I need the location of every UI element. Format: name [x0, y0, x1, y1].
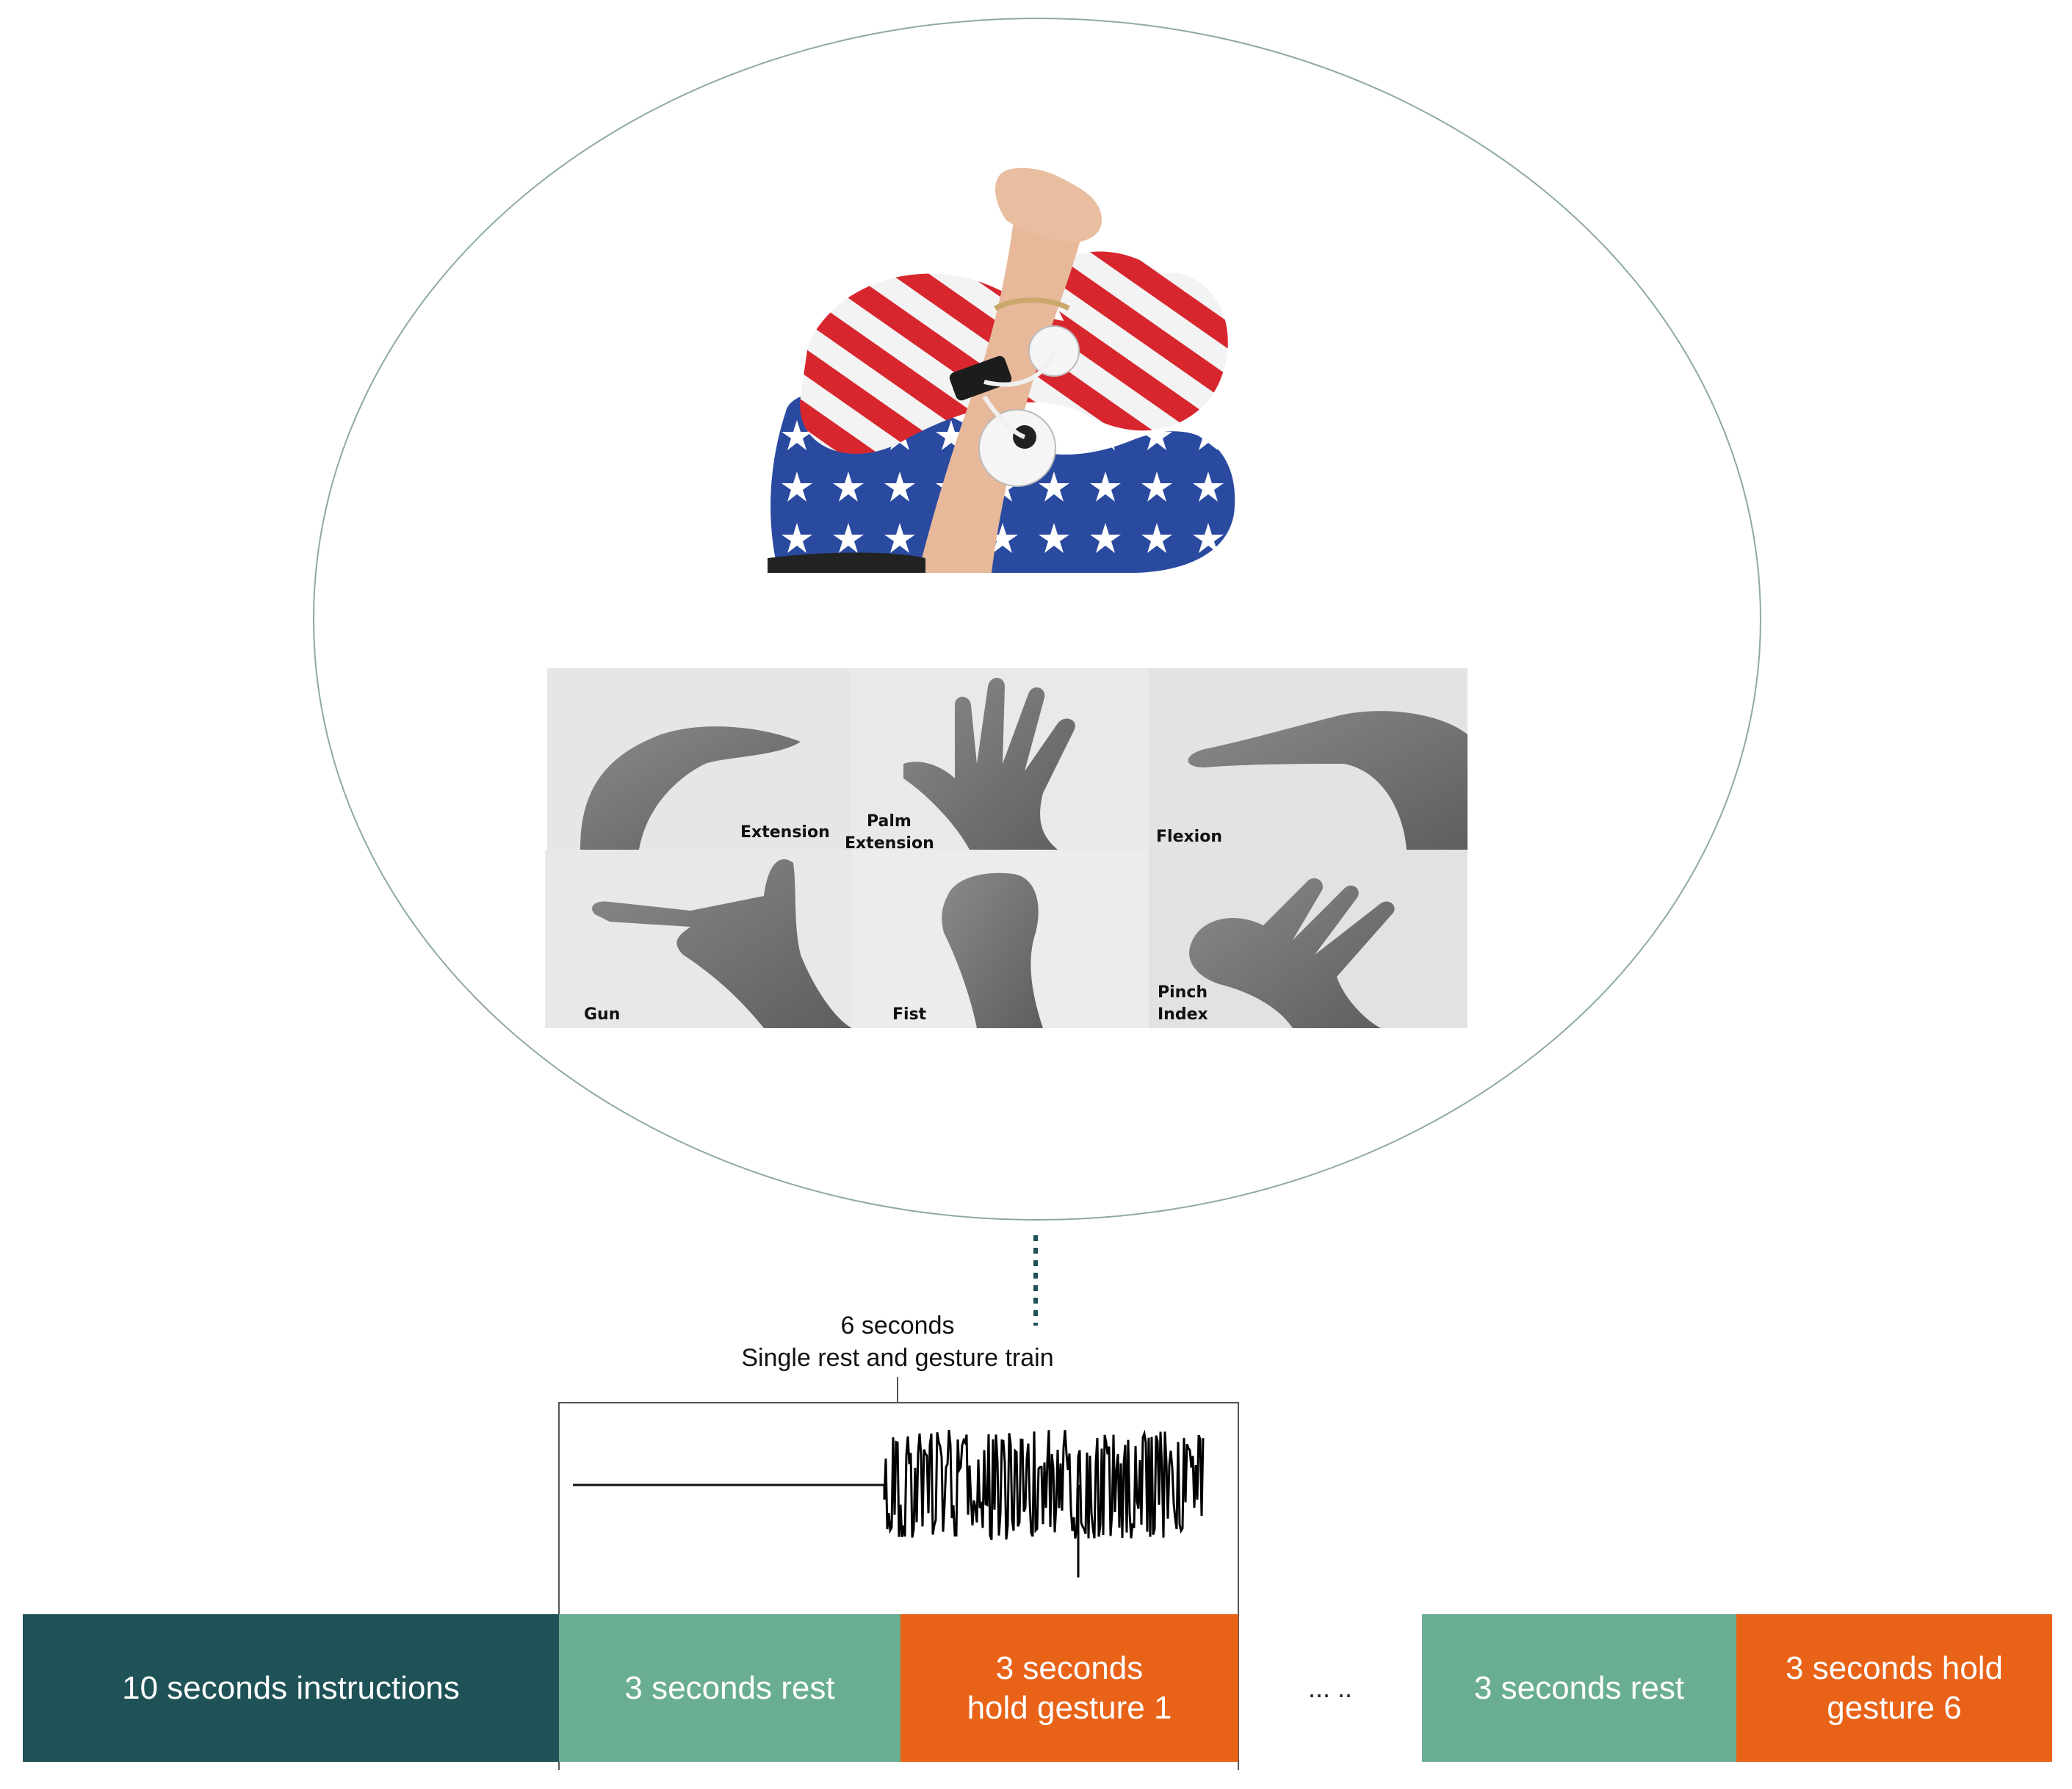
gesture-cell-flexion: Flexion — [1149, 668, 1468, 850]
outline-ellipse — [313, 18, 1761, 1221]
gesture-cell-gun: Gun — [545, 850, 852, 1028]
sensor-unit — [949, 355, 1012, 401]
gesture-grid: Extension Palm Extension Flexion Gun Fis… — [545, 668, 1468, 1028]
pillow-stripes-tube — [1043, 251, 1210, 411]
gesture-cell-extension: Extension — [547, 668, 850, 850]
gesture-cell-palm-extension: Palm Extension — [845, 668, 1149, 853]
label-pinch-index-line1: Pinch — [1158, 983, 1208, 1002]
label-fist: Fist — [892, 1005, 927, 1024]
label-palm-extension-line1: Palm — [867, 812, 912, 831]
label-palm-extension-line2: Extension — [845, 834, 934, 853]
signal-window-box — [558, 1402, 1239, 1770]
electrode-wire — [982, 350, 1056, 439]
ellipsis: ... .. — [1307, 1672, 1352, 1703]
emg-gesture-burst — [883, 1429, 1205, 1577]
hand — [995, 167, 1102, 242]
label-extension: Extension — [740, 823, 830, 842]
bracelet — [994, 297, 1070, 311]
hold-block-1: 3 seconds hold gesture 1 — [900, 1614, 1238, 1762]
hold-block-6: 3 seconds hold gesture 6 — [1736, 1614, 2052, 1762]
gesture-cell-pinch-index: Pinch Index — [1149, 850, 1468, 1028]
window-caption-label: Single rest and gesture train — [741, 1344, 1053, 1372]
label-gun: Gun — [584, 1005, 620, 1024]
body-edge — [768, 552, 925, 573]
electrode-pad-2 — [978, 409, 1056, 487]
rest-block-6: 3 seconds rest — [1422, 1614, 1736, 1762]
instructions-block: 10 seconds instructions — [23, 1614, 559, 1762]
rest-block-1: 3 seconds rest — [559, 1614, 900, 1762]
emg-signal — [573, 1429, 1205, 1577]
label-flexion: Flexion — [1156, 828, 1222, 846]
label-pinch-index-line2: Index — [1158, 1005, 1208, 1024]
gesture-cell-fist: Fist — [852, 850, 1149, 1028]
arm-sensor-photo — [768, 167, 1235, 573]
window-duration-label: 6 seconds — [841, 1312, 955, 1340]
